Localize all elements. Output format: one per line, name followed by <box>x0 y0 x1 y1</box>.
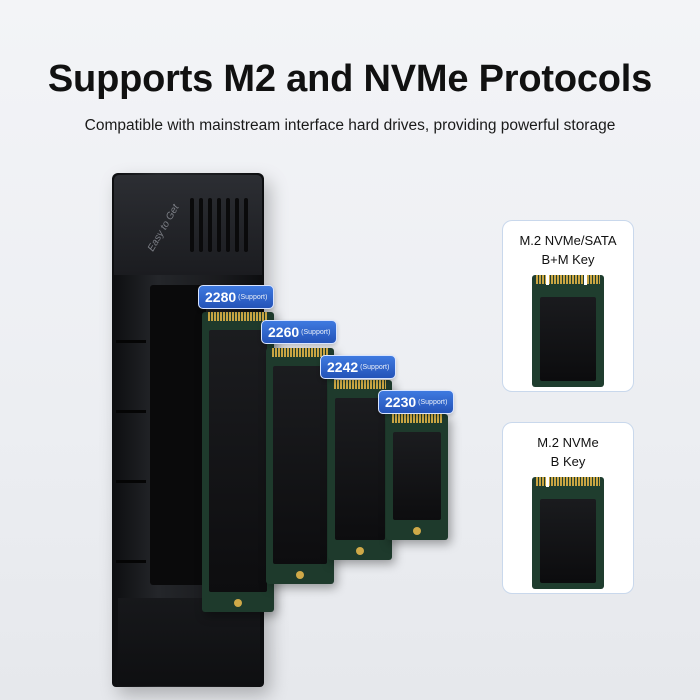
mini-pins <box>536 275 600 284</box>
ssd-chip <box>393 432 441 520</box>
size-number: 2260 <box>268 324 300 340</box>
ssd-pins <box>272 348 328 357</box>
mini-pins <box>536 477 600 486</box>
size-number: 2242 <box>327 359 359 375</box>
enclosure-rib <box>116 480 146 483</box>
mini-ssd <box>532 275 604 387</box>
key-notch <box>584 275 587 285</box>
key-card-bm: M.2 NVMe/SATA B+M Key <box>502 220 634 392</box>
ssd-screw <box>356 547 364 555</box>
key-variant: B Key <box>550 454 586 469</box>
key-type: M.2 NVMe/SATA <box>519 233 617 248</box>
enclosure-vent <box>226 198 230 252</box>
size-badge-2280: 2280 (Support) <box>198 285 275 309</box>
enclosure-vent <box>190 198 194 252</box>
support-tag: (Support) <box>301 328 331 336</box>
ssd-2260 <box>266 348 334 584</box>
key-card-title: M.2 NVMe/SATA B+M Key <box>503 231 633 269</box>
ssd-chip <box>273 366 327 564</box>
support-tag: (Support) <box>360 363 390 371</box>
enclosure-rib <box>116 410 146 413</box>
ssd-2242 <box>328 380 392 560</box>
key-notch <box>546 275 549 285</box>
size-badge-2230: 2230 (Support) <box>378 390 455 414</box>
enclosure-vent <box>235 198 239 252</box>
size-badge-2260: 2260 (Support) <box>261 320 338 344</box>
enclosure-rib <box>116 340 146 343</box>
enclosure-bay <box>150 285 206 585</box>
ssd-2230 <box>386 414 448 540</box>
support-tag: (Support) <box>418 398 448 406</box>
enclosure-vent <box>199 198 203 252</box>
size-number: 2280 <box>205 289 237 305</box>
ssd-pins <box>208 312 268 321</box>
key-type: M.2 NVMe <box>537 435 599 450</box>
support-tag: (Support) <box>238 293 268 301</box>
mini-chip <box>540 297 596 381</box>
size-number: 2230 <box>385 394 417 410</box>
enclosure-rib <box>116 560 146 563</box>
ssd-screw <box>413 527 421 535</box>
mini-ssd <box>532 477 604 589</box>
enclosure-vent <box>208 198 212 252</box>
ssd-pins <box>334 380 386 389</box>
ssd-chip <box>335 398 385 540</box>
enclosure-bottom <box>118 598 260 686</box>
key-card-title: M.2 NVMe B Key <box>503 433 633 471</box>
enclosure-vent <box>244 198 248 252</box>
page-subtitle: Compatible with mainstream interface har… <box>84 117 616 134</box>
ssd-2280 <box>202 312 274 612</box>
ssd-screw <box>234 599 242 607</box>
key-card-b: M.2 NVMe B Key <box>502 422 634 594</box>
key-notch <box>546 477 549 487</box>
ssd-pins <box>392 414 442 423</box>
size-badge-2242: 2242 (Support) <box>320 355 397 379</box>
enclosure-top <box>114 175 262 275</box>
ssd-screw <box>296 571 304 579</box>
mini-chip <box>540 499 596 583</box>
page-title: Supports M2 and NVMe Protocols <box>47 58 653 100</box>
enclosure-vent <box>217 198 221 252</box>
key-variant: B+M Key <box>541 252 595 267</box>
ssd-chip <box>209 330 267 592</box>
